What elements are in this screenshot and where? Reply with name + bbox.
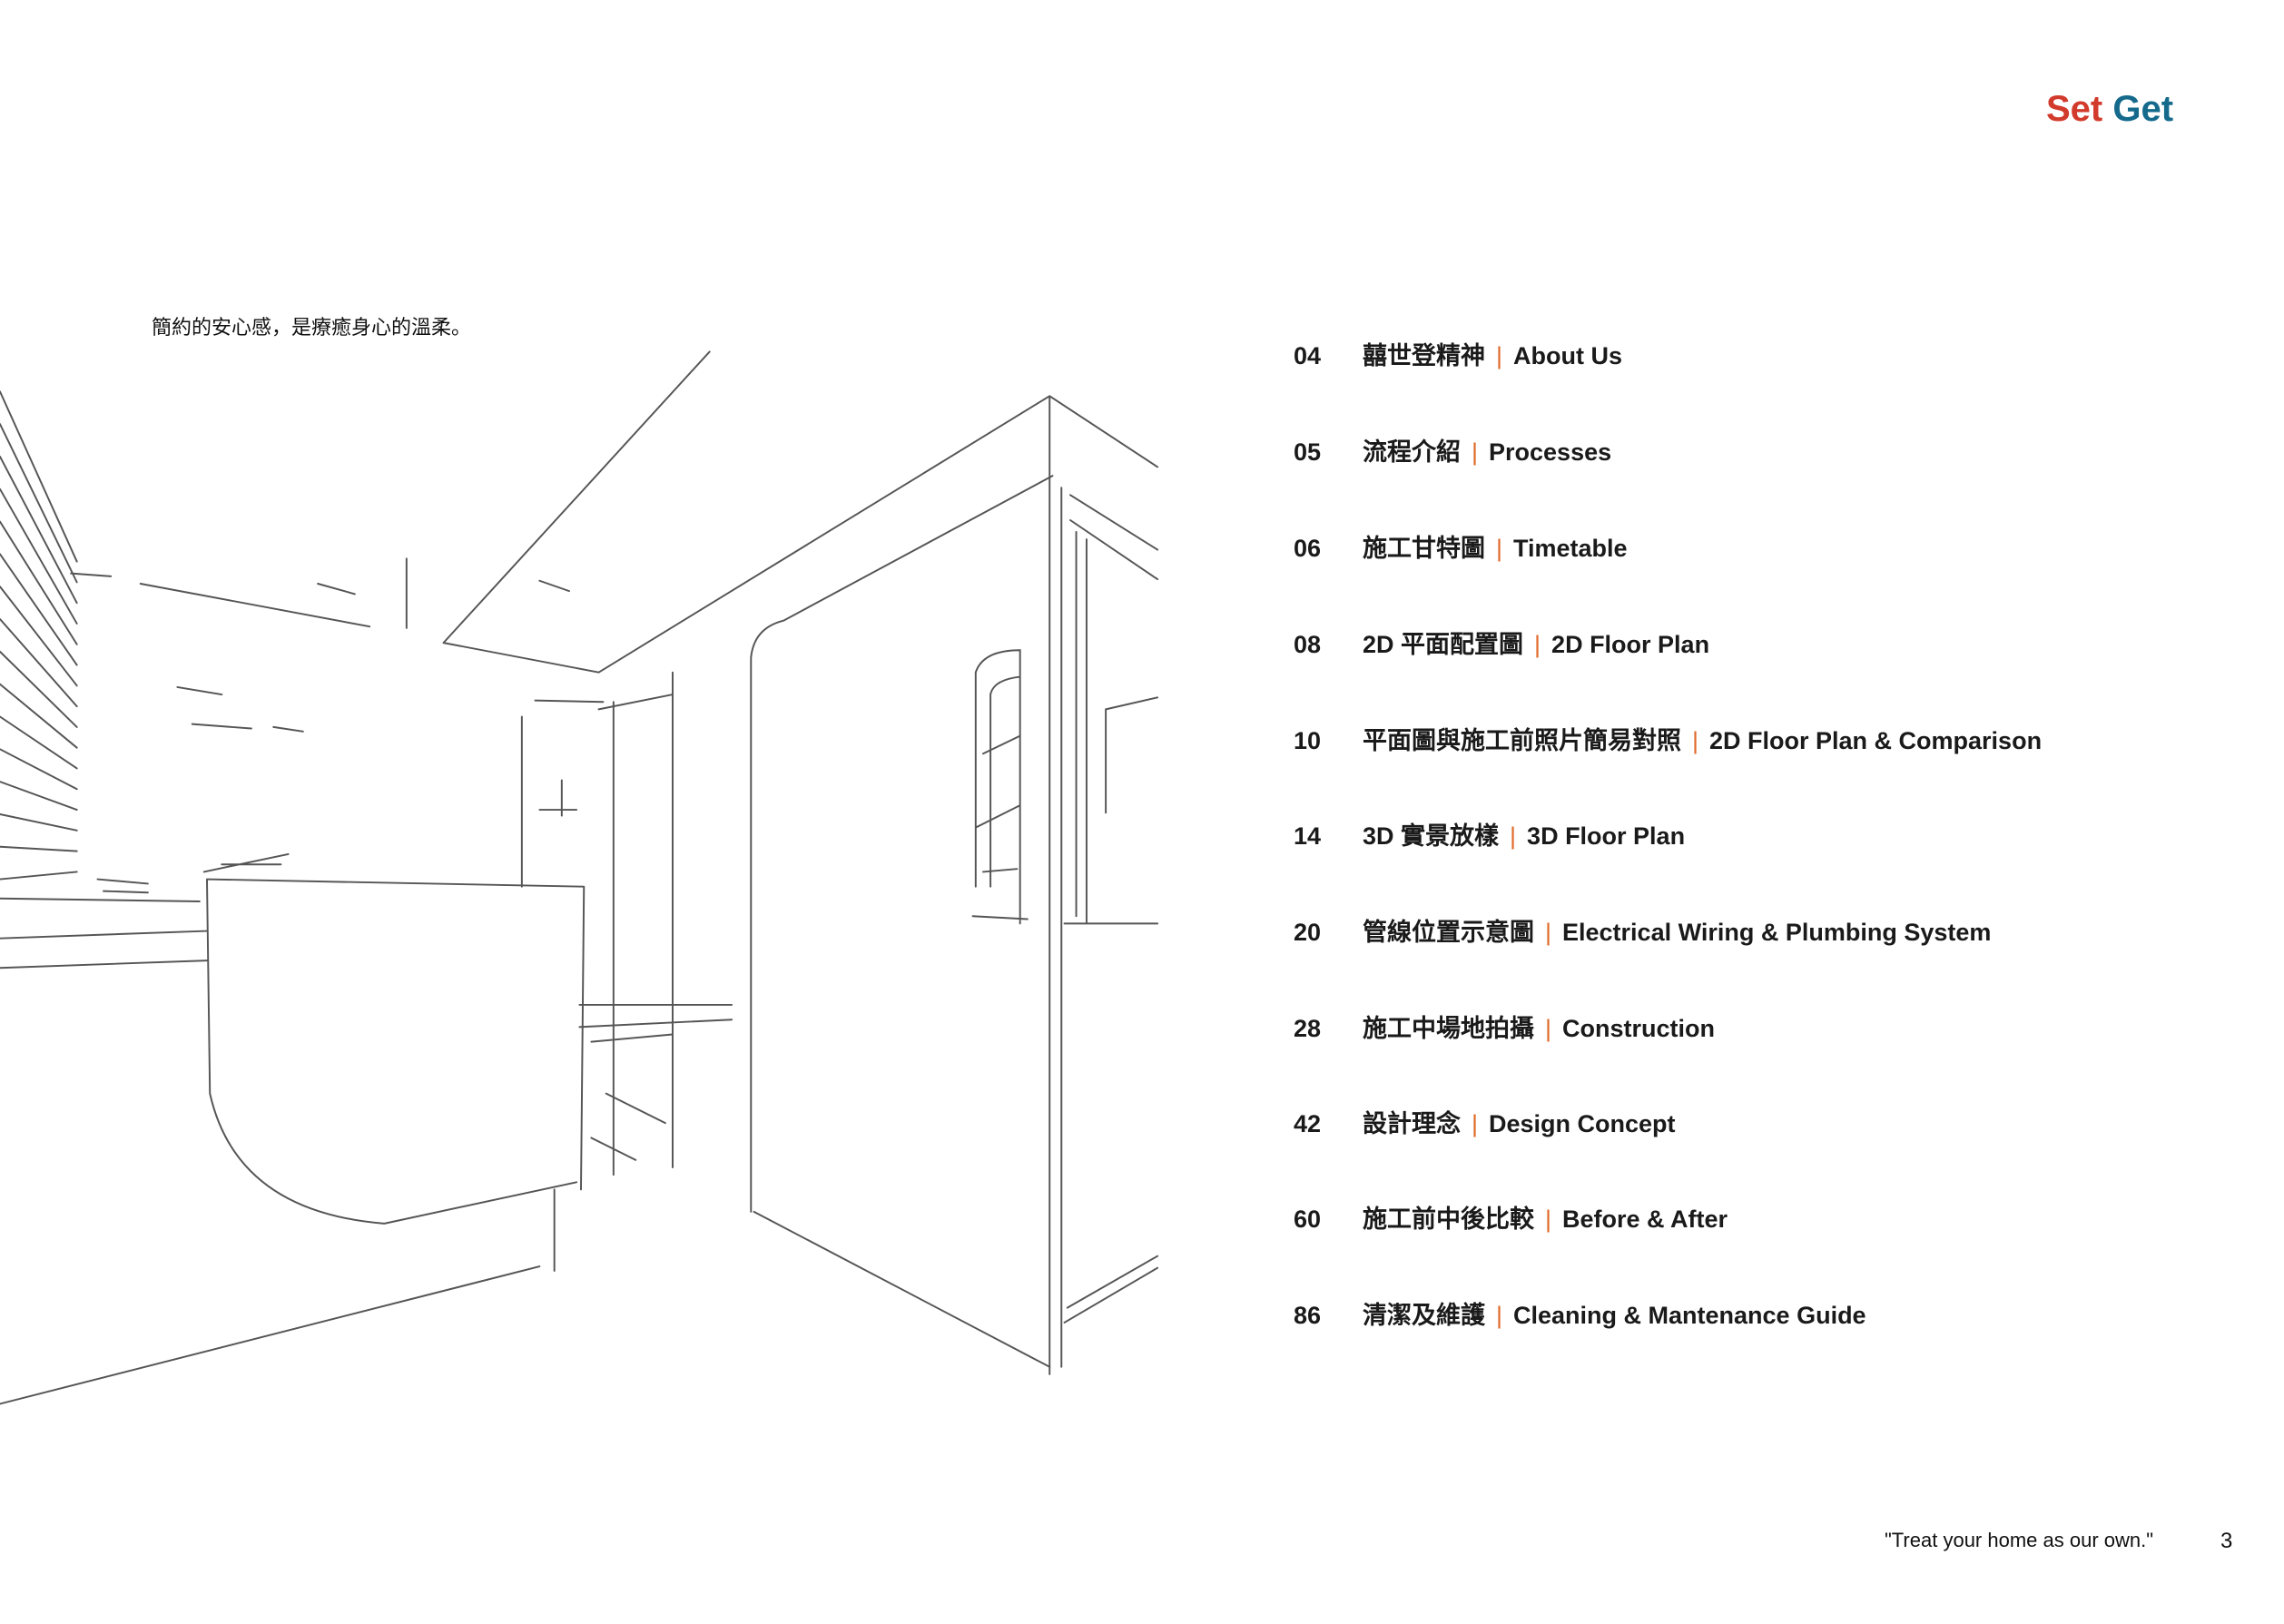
toc-title-en: 3D Floor Plan [1527,822,1686,850]
separator: | [1472,1110,1479,1137]
toc-page-number: 04 [1294,342,1322,369]
wall-slat-line [0,683,78,749]
wall-slat-line [0,748,78,791]
separator: | [1496,342,1503,369]
toc-title-zh: 清潔及維護 [1363,1302,1485,1329]
toc-page-number: 20 [1294,919,1322,946]
logo-set: Set [2046,89,2103,129]
toc-page-number: 10 [1294,727,1322,754]
wall-slat-line [0,812,78,832]
toc-title-zh: 施工中場地拍攝 [1363,1015,1534,1042]
logo-get: Get [2112,89,2174,129]
wall-slat-line [0,871,78,881]
toc-title-zh: 囍世登精神 [1363,342,1485,369]
toc-title-en: 2D Floor Plan [1551,631,1710,658]
separator: | [1545,919,1552,946]
wall-slat-line [0,520,78,645]
toc-page-number: 60 [1294,1206,1322,1233]
toc-title-zh: 平面圖與施工前照片簡易對照 [1363,727,1681,754]
toc-title-en: Before & After [1562,1206,1728,1233]
toc-page-number: 28 [1294,1015,1322,1042]
toc-title-zh: 3D 實景放樣 [1363,822,1500,850]
separator: | [1545,1015,1552,1042]
wall-slat-line [0,715,78,770]
wall-slat-line [0,618,78,708]
toc-title-zh: 設計理念 [1363,1110,1461,1137]
toc-title-en: About Us [1513,342,1622,369]
toc-title-en: Cleaning & Mantenance Guide [1513,1302,1866,1329]
wall-slat-line [0,423,78,584]
toc-page-number: 86 [1294,1302,1322,1329]
toc-title-zh: 施工前中後比較 [1363,1206,1534,1233]
tagline: 簡約的安心感，是療癒身心的溫柔。 [152,316,472,339]
wall-slats [0,390,78,881]
wall-slat-line [0,456,78,605]
wall-slat-line [0,650,78,728]
toc-title-en: Electrical Wiring & Plumbing System [1562,919,1992,946]
separator: | [1534,631,1541,658]
separator: | [1692,727,1699,754]
brand-logo: Set Get [2046,89,2173,130]
wall-slat-line [0,845,78,852]
toc-title-en: Processes [1489,438,1612,466]
toc-title-zh: 2D 平面配置圖 [1363,631,1524,658]
separator: | [1545,1206,1552,1233]
wall-slat-line [0,390,78,563]
toc-page-number: 05 [1294,438,1322,466]
wall-slat-line [0,487,78,625]
toc-page-number: 06 [1294,535,1322,562]
page-number: 3 [2220,1529,2233,1553]
wall-slat-line [0,586,78,687]
wall-slat-line [0,553,78,666]
toc-title-en: Design Concept [1489,1110,1676,1137]
toc-title-en: Timetable [1513,535,1628,562]
toc-page-number: 08 [1294,631,1322,658]
toc-title-zh: 施工甘特圖 [1363,535,1485,562]
toc-title-en: 2D Floor Plan & Comparison [1709,727,2043,754]
separator: | [1496,1302,1503,1329]
separator: | [1472,438,1479,466]
wall-slat-line [0,781,78,812]
toc-title-zh: 流程介紹 [1363,438,1461,466]
toc-page-number: 42 [1294,1110,1322,1137]
separator: | [1510,822,1517,850]
toc-title-en: Construction [1562,1015,1716,1042]
footer-quote: "Treat your home as our own." [1885,1529,2154,1551]
toc-page-number: 14 [1294,822,1322,850]
separator: | [1496,535,1503,562]
toc-title-zh: 管線位置示意圖 [1363,919,1534,946]
